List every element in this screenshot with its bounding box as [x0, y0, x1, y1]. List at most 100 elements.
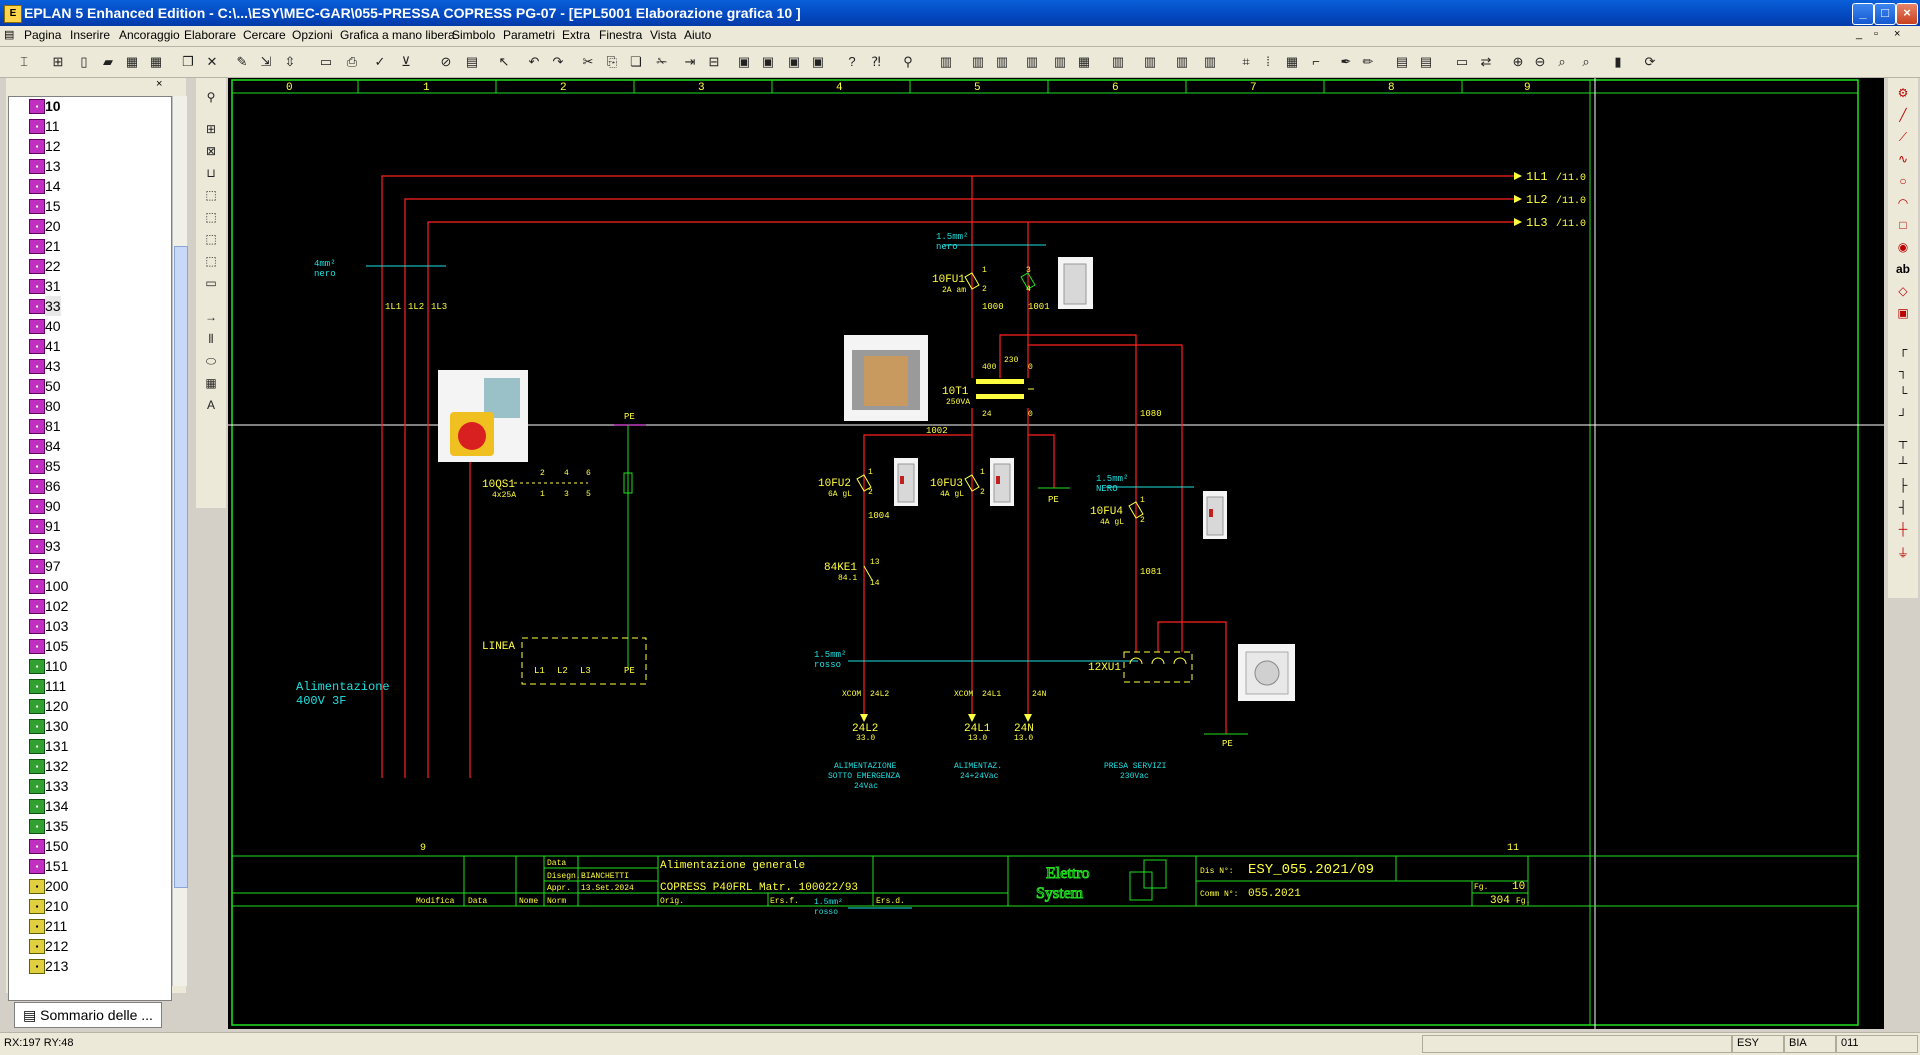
tree-item[interactable]: ▪86 [29, 476, 61, 496]
corner-bl-icon[interactable]: └ [1898, 386, 1908, 400]
tree-item[interactable]: ▪135 [29, 816, 68, 836]
tool-a-icon[interactable]: ▥ [939, 54, 953, 69]
tree-item[interactable]: ▪33 [29, 296, 61, 316]
properties-icon[interactable]: ▮ [1614, 54, 1622, 69]
menu-cercare[interactable]: Cercare [243, 28, 286, 42]
tree-item[interactable]: ▪102 [29, 596, 68, 616]
symbol2-icon[interactable]: ▣ [761, 54, 775, 69]
tee-right-icon[interactable]: ├ [1898, 478, 1908, 492]
contact-84ke1[interactable]: 84KE1 84.1 13 14 [824, 558, 880, 588]
box-select3-icon[interactable]: ⬚ [205, 232, 217, 246]
save-all-icon[interactable]: ▦ [149, 54, 163, 69]
tree-item[interactable]: ▪15 [29, 196, 61, 216]
line-tool-icon[interactable]: ╱ [1899, 108, 1907, 122]
layer-icon[interactable]: ▤ [1395, 54, 1409, 69]
tree-item[interactable]: ▪22 [29, 256, 61, 276]
edit-box-icon[interactable]: ▭ [205, 276, 217, 290]
select-icon[interactable]: ↖ [498, 54, 510, 69]
binoculars-icon[interactable]: ⚲ [903, 54, 913, 69]
fuse-10fu3[interactable]: 10FU3 4A gL 1 2 [930, 468, 985, 499]
cart-icon[interactable]: ⊔ [206, 166, 216, 180]
tree-item[interactable]: ▪85 [29, 456, 61, 476]
tree-item[interactable]: ▪212 [29, 936, 68, 956]
tree-item[interactable]: ▪213 [29, 956, 68, 976]
close-button[interactable]: × [1896, 3, 1918, 25]
text-tool-icon[interactable]: A [206, 398, 215, 412]
fill-icon[interactable]: ◇ [1898, 284, 1908, 298]
tree-item[interactable]: ▪150 [29, 836, 68, 856]
tool-j-icon[interactable]: ▥ [1203, 54, 1217, 69]
menu-elaborare[interactable]: Elaborare [184, 28, 237, 42]
arc-icon[interactable]: ◠ [1897, 196, 1909, 210]
menu-parametri[interactable]: Parametri [503, 28, 556, 42]
copy2-icon[interactable]: ❏ [630, 54, 642, 69]
pen-icon[interactable]: ✒ [1340, 54, 1352, 69]
tree-item[interactable]: ▪41 [29, 336, 61, 356]
menu-ancoraggio[interactable]: Ancoraggio [119, 28, 180, 42]
new-page-icon[interactable]: ▯ [80, 54, 88, 69]
eye-icon[interactable]: ◉ [1897, 240, 1909, 254]
tree-item[interactable]: ▪50 [29, 376, 61, 396]
tree-view-icon[interactable]: ⊞ [205, 122, 217, 136]
ellipse-icon[interactable]: ⬭ [205, 354, 217, 368]
tree-item[interactable]: ▪151 [29, 856, 68, 876]
photo-fuse-holder-4[interactable] [1203, 491, 1227, 539]
tree-item[interactable]: ▪93 [29, 536, 61, 556]
delete-icon[interactable]: ✕ [206, 54, 218, 69]
zoom-in-icon[interactable]: ⊕ [1512, 54, 1524, 69]
tree-item[interactable]: ▪40 [29, 316, 61, 336]
cursor-tool-icon[interactable]: ⌶ [20, 54, 28, 69]
page-setup-icon[interactable]: ▭ [319, 54, 333, 69]
tool-e-icon[interactable]: ▥ [1053, 54, 1067, 69]
transformer-10t1[interactable]: 10T1 250VA 400 230 0 24 0 [942, 356, 1034, 419]
tree-item[interactable]: ▪84 [29, 436, 61, 456]
menu-vista[interactable]: Vista [650, 28, 677, 42]
tree-item[interactable]: ▪80 [29, 396, 61, 416]
import-icon[interactable]: ⇲ [260, 54, 272, 69]
zoom-window-icon[interactable]: ⌕ [1558, 54, 1566, 69]
corner-br-icon[interactable]: ┘ [1898, 408, 1908, 422]
tree-item[interactable]: ▪110 [29, 656, 67, 676]
menu-simbolo[interactable]: Simbolo [452, 28, 496, 42]
check-icon[interactable]: ✓ [374, 54, 386, 69]
junction-icon[interactable]: ┼ [1898, 522, 1908, 536]
schematic-svg[interactable]: 0 1 2 3 4 5 6 7 8 9 [228, 78, 1884, 1029]
menu-aiuto[interactable]: Aiuto [684, 28, 712, 42]
swap-icon[interactable]: ⇄ [1480, 54, 1492, 69]
cancel-icon[interactable]: ⊘ [440, 54, 452, 69]
menu-grafica[interactable]: Grafica a mano libera [340, 28, 455, 42]
tool-d-icon[interactable]: ▥ [1025, 54, 1039, 69]
mdi-minimize[interactable]: _ [1856, 28, 1863, 40]
tree-item[interactable]: ▪97 [29, 556, 61, 576]
panel-close-icon[interactable]: × [156, 78, 163, 90]
open-folder-icon[interactable]: ▰ [103, 54, 113, 69]
minimize-button[interactable]: _ [1852, 3, 1874, 25]
save-icon[interactable]: ▦ [125, 54, 139, 69]
tab-summary[interactable]: ▤ Sommario delle ... [14, 1002, 162, 1028]
tree-item[interactable]: ▪100 [29, 576, 68, 596]
tree-item[interactable]: ▪133 [29, 776, 68, 796]
tee-down-icon[interactable]: ┬ [1898, 434, 1908, 448]
tree-item[interactable]: ▪43 [29, 356, 61, 376]
drawing-canvas[interactable]: 0 1 2 3 4 5 6 7 8 9 [228, 78, 1884, 1029]
grid-snap-icon[interactable]: ⌗ [1242, 54, 1250, 69]
export-icon[interactable]: ⇳ [284, 54, 296, 69]
window-icon[interactable]: ▭ [1455, 54, 1469, 69]
terminal-linea[interactable]: LINEA L1 L2 L3 PE [482, 637, 647, 685]
tool-c-icon[interactable]: ▥ [995, 54, 1009, 69]
zoom-all-icon[interactable]: ⌕ [1582, 54, 1590, 69]
text-ab-icon[interactable]: ab [1895, 262, 1910, 276]
arrow-right-icon[interactable]: → [205, 310, 217, 324]
tree-item[interactable]: ▪90 [29, 496, 61, 516]
circle-icon[interactable]: ○ [1899, 174, 1907, 188]
pencil-icon[interactable]: ✏ [1362, 54, 1374, 69]
menu-opzioni[interactable]: Opzioni [292, 28, 333, 42]
ground-icon[interactable]: ⏚ [1896, 546, 1909, 560]
maximize-button[interactable]: □ [1874, 3, 1896, 25]
tee-left-icon[interactable]: ┤ [1898, 500, 1908, 514]
tree-item[interactable]: ▪210 [29, 896, 68, 916]
mdi-restore[interactable]: ▫ [1874, 28, 1878, 40]
symbol3-icon[interactable]: ▣ [787, 54, 801, 69]
tree-item[interactable]: ▪91 [29, 516, 61, 536]
cut-delete-icon[interactable]: ✁ [656, 54, 668, 69]
